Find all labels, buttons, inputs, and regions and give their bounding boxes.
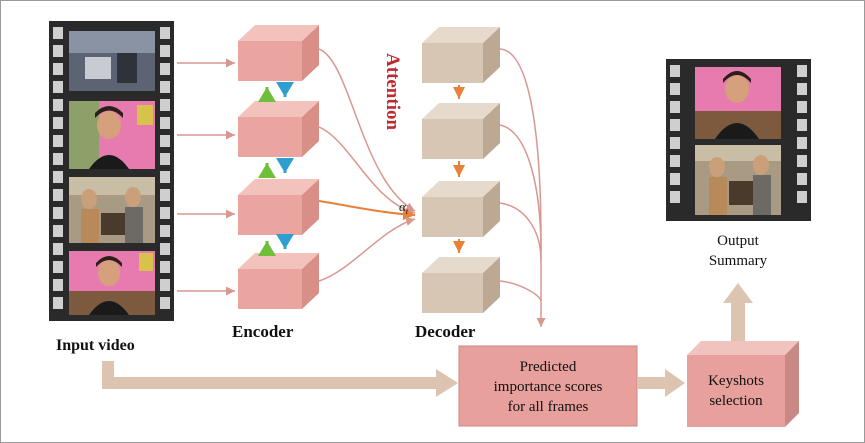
input-frame-3 bbox=[69, 177, 155, 243]
encoder-block-3 bbox=[238, 179, 319, 235]
keyshots-line2: selection bbox=[709, 393, 763, 409]
film-sprocket-holes bbox=[53, 27, 170, 309]
input-frame-1 bbox=[69, 31, 155, 91]
keyshots-line1: Keyshots bbox=[708, 373, 764, 389]
predicted-scores-line3: for all frames bbox=[508, 399, 589, 415]
attention-arrows bbox=[318, 48, 416, 282]
video-to-scores-arrow bbox=[102, 361, 458, 397]
decoder-block-4 bbox=[422, 257, 500, 313]
keyshots-to-output-arrow bbox=[723, 283, 753, 341]
output-frame-2 bbox=[695, 145, 781, 215]
predicted-scores-box bbox=[458, 345, 638, 427]
input-film-strip bbox=[49, 21, 174, 321]
predicted-scores-line1: Predicted bbox=[520, 359, 577, 375]
output-sprocket-holes bbox=[670, 65, 807, 203]
output-frame-1 bbox=[695, 67, 781, 139]
input-frame-4 bbox=[69, 251, 155, 315]
encoder-stack bbox=[238, 25, 319, 309]
decoder-block-1 bbox=[422, 27, 500, 83]
predicted-scores-line2: importance scores bbox=[494, 379, 603, 395]
input-video-label: Input video bbox=[56, 337, 135, 354]
decoder-label: Decoder bbox=[415, 322, 476, 341]
input-to-encoder-arrows bbox=[177, 58, 235, 296]
encoder-block-4 bbox=[238, 253, 319, 309]
encoder-block-1 bbox=[238, 25, 319, 81]
scores-to-keyshots-arrow bbox=[637, 369, 685, 397]
attention-label: Attention bbox=[382, 53, 403, 130]
alpha-t-label: αt bbox=[399, 199, 409, 216]
decoder-output-arrows bbox=[499, 48, 546, 327]
encoder-block-2 bbox=[238, 101, 319, 157]
output-summary-line1: Output bbox=[717, 233, 760, 249]
input-frame-2 bbox=[69, 101, 155, 169]
encoder-label: Encoder bbox=[232, 322, 294, 341]
keyshots-box bbox=[687, 341, 799, 427]
output-film-strip bbox=[666, 59, 811, 221]
output-summary-line2: Summary bbox=[709, 253, 768, 269]
decoder-block-3 bbox=[422, 181, 500, 237]
decoder-block-2 bbox=[422, 103, 500, 159]
decoder-stack bbox=[422, 27, 500, 313]
